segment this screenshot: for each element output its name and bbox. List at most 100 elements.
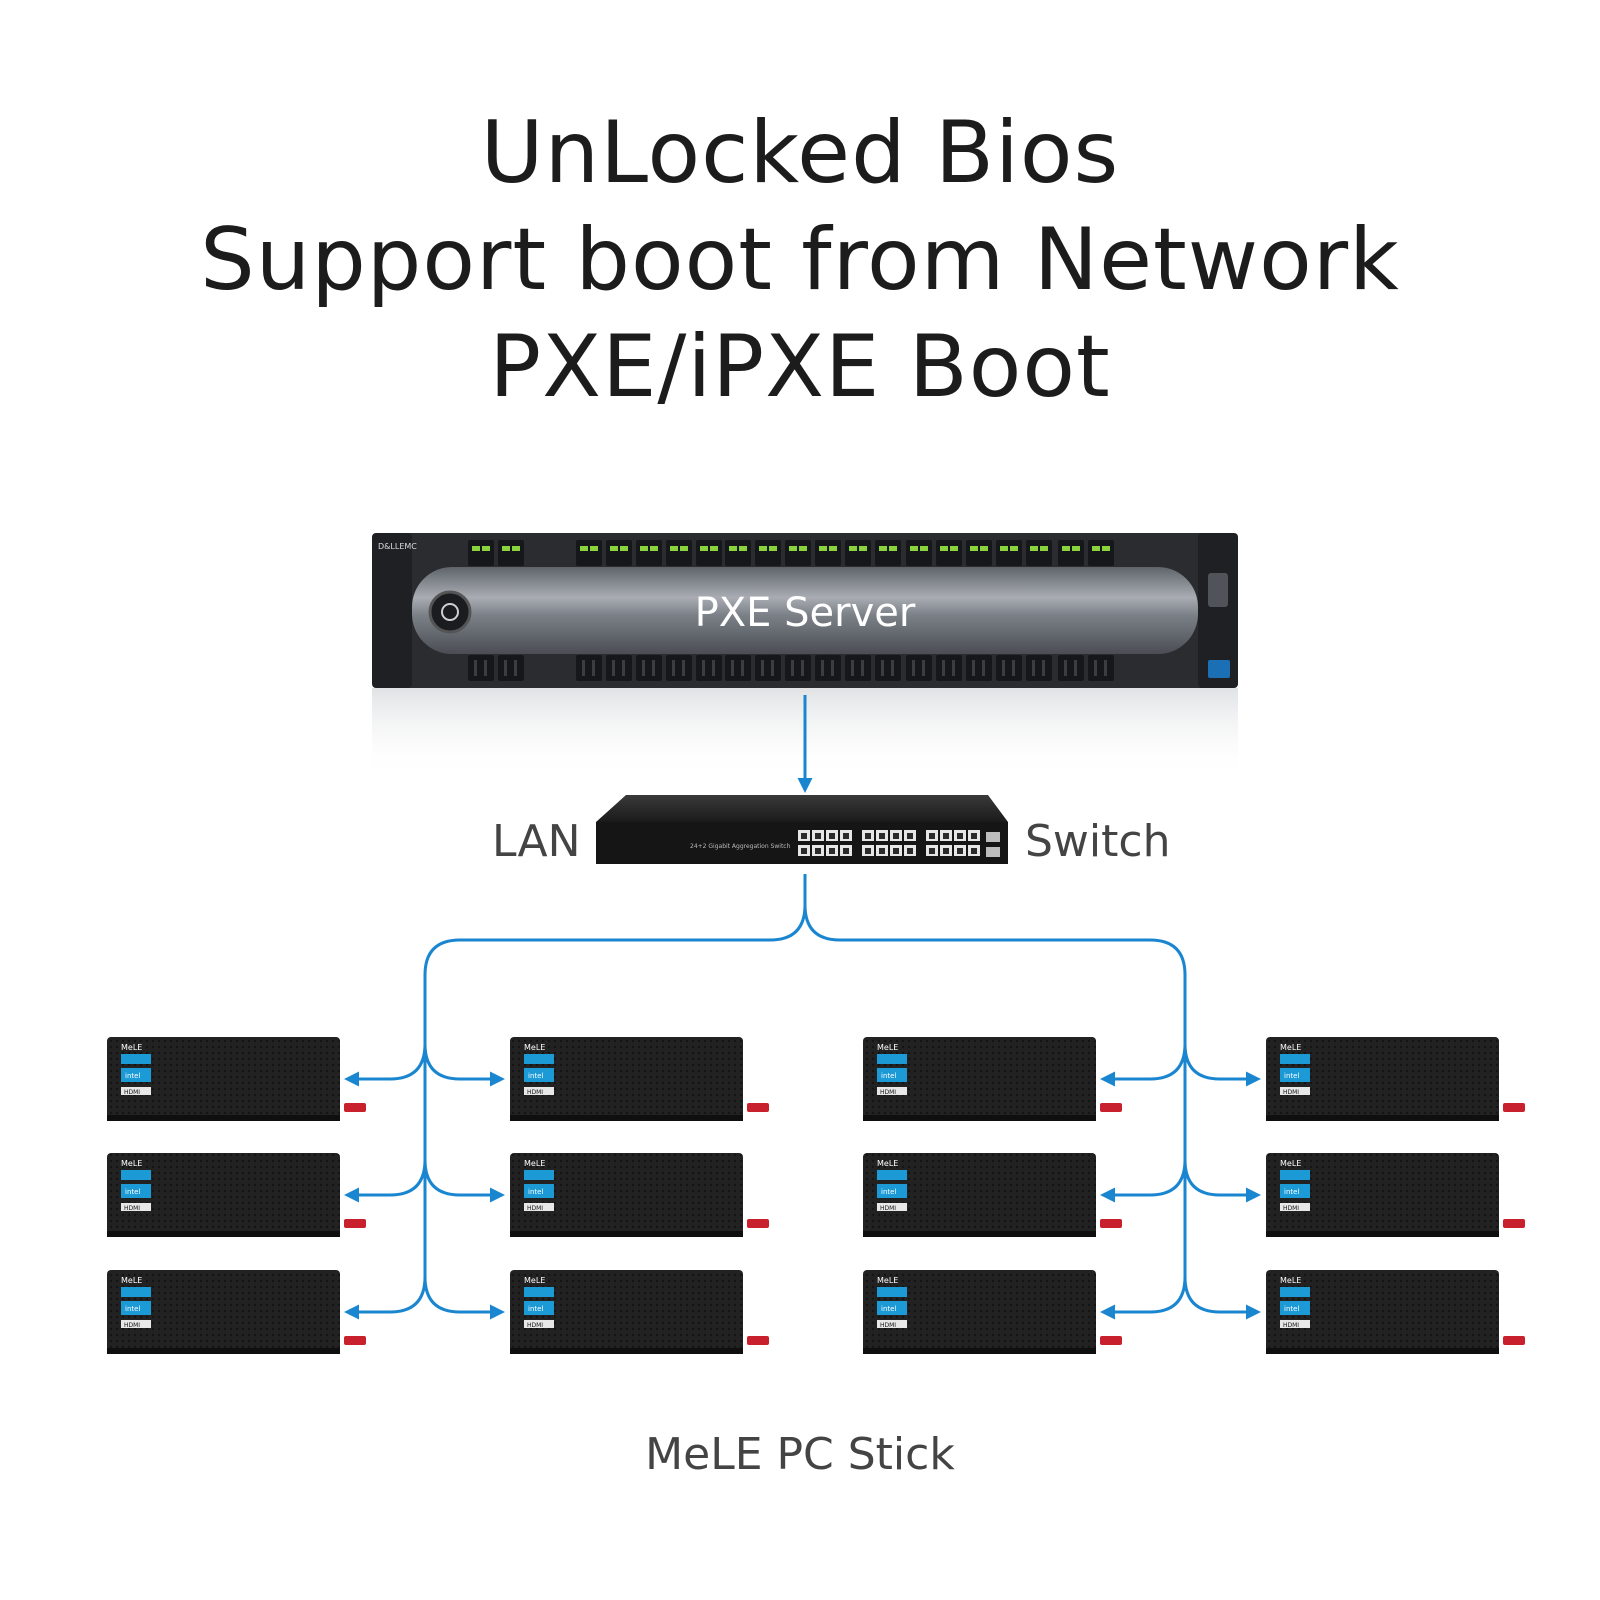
hdmi-badge — [877, 1087, 907, 1095]
drive-bay-slot — [1002, 660, 1005, 676]
drive-led — [680, 546, 688, 551]
drive-bay — [755, 655, 781, 681]
hdmi-badge-label: HDMI — [880, 1089, 896, 1096]
drive-led — [700, 546, 708, 551]
server-label: PXE Server — [695, 590, 916, 636]
drive-led — [729, 546, 737, 551]
drive-led — [759, 546, 767, 551]
pc-stick-logo: MeLE — [1280, 1159, 1301, 1168]
pc-stick-tag — [1503, 1219, 1525, 1228]
drive-bay-slot — [1064, 660, 1067, 676]
pc-stick-logo: MeLE — [524, 1276, 545, 1285]
drive-bay — [845, 655, 871, 681]
drive-bay — [815, 540, 841, 566]
drive-bay-slot — [592, 660, 595, 676]
drive-bay — [1026, 655, 1052, 681]
pc-stick-edge — [863, 1348, 1096, 1354]
switch-port-socket — [815, 848, 821, 854]
drive-led — [1040, 546, 1048, 551]
drive-led — [1030, 546, 1038, 551]
switch-port-socket — [879, 833, 885, 839]
pc-stick-tag — [1100, 1103, 1122, 1112]
drive-bay — [468, 655, 494, 681]
windows-badge — [877, 1287, 907, 1297]
drive-led — [819, 546, 827, 551]
switch-port-socket — [801, 848, 807, 854]
pc-stick-body — [1266, 1153, 1499, 1237]
drive-bay — [636, 655, 662, 681]
drive-bay — [498, 655, 524, 681]
drive-bay — [875, 540, 901, 566]
switch-port-socket — [865, 848, 871, 854]
drive-bay — [468, 540, 494, 566]
server-power-button — [428, 590, 472, 634]
hdmi-badge — [524, 1203, 554, 1211]
windows-badge — [1280, 1054, 1310, 1064]
drive-bay-slot — [474, 660, 477, 676]
drive-led — [610, 546, 618, 551]
drive-bay-slot — [702, 660, 705, 676]
stick-link — [344, 1276, 427, 1320]
trunk-link-right — [803, 904, 1187, 1290]
switch-sfp-port — [986, 832, 1000, 842]
drive-bay — [725, 655, 751, 681]
hdmi-badge — [877, 1203, 907, 1211]
switch-port-socket — [865, 833, 871, 839]
drive-led — [849, 546, 857, 551]
intel-badge-label: intel — [125, 1188, 140, 1196]
drive-led — [970, 546, 978, 551]
drive-led — [1092, 546, 1100, 551]
pc-stick-body — [863, 1037, 1096, 1121]
pc-stick-tag — [344, 1336, 366, 1345]
intel-badge-label: intel — [528, 1188, 543, 1196]
stick-link — [1183, 1159, 1261, 1203]
drive-bay-slot — [972, 660, 975, 676]
switch-port-socket — [843, 848, 849, 854]
drive-bay — [1058, 655, 1084, 681]
hdmi-badge-label: HDMI — [880, 1205, 896, 1212]
intel-badge-label: intel — [528, 1072, 543, 1080]
intel-badge-label: intel — [1284, 1188, 1299, 1196]
hdmi-badge — [524, 1320, 554, 1328]
drive-bay-slot — [682, 660, 685, 676]
pc-stick-logo: MeLE — [524, 1043, 545, 1052]
pc-stick-logo: MeLE — [524, 1159, 545, 1168]
hdmi-badge-label: HDMI — [124, 1322, 140, 1329]
pc-stick-edge — [107, 1231, 340, 1237]
pc-stick-edge — [1266, 1115, 1499, 1121]
drive-bay-slot — [831, 660, 834, 676]
pc-stick-caption: MeLE PC Stick — [645, 1429, 955, 1480]
intel-badge — [1280, 1301, 1310, 1315]
drive-bay — [696, 540, 722, 566]
switch-port-socket — [957, 848, 963, 854]
intel-badge — [1280, 1068, 1310, 1082]
switch-front-text: 24+2 Gigabit Aggregation Switch — [690, 843, 791, 850]
hdmi-badge-label: HDMI — [1283, 1322, 1299, 1329]
hdmi-badge — [121, 1203, 151, 1211]
hdmi-badge-label: HDMI — [527, 1205, 543, 1212]
intel-badge-label: intel — [1284, 1072, 1299, 1080]
drive-bay-slot — [1104, 660, 1107, 676]
pc-stick-tag — [1503, 1103, 1525, 1112]
drive-bay — [815, 655, 841, 681]
drive-bay-slot — [642, 660, 645, 676]
hdmi-badge-label: HDMI — [527, 1322, 543, 1329]
stick-link — [423, 1043, 505, 1087]
pc-stick-tag — [747, 1103, 769, 1112]
intel-badge-label: intel — [125, 1072, 140, 1080]
pc-stick-tag — [747, 1219, 769, 1228]
drive-bay-slot — [514, 660, 517, 676]
pc-stick-tag — [1100, 1219, 1122, 1228]
windows-badge — [121, 1054, 151, 1064]
pc-stick-logo: MeLE — [877, 1276, 898, 1285]
server-vga-port — [1208, 573, 1228, 607]
intel-badge-label: intel — [881, 1072, 896, 1080]
hdmi-badge — [524, 1087, 554, 1095]
